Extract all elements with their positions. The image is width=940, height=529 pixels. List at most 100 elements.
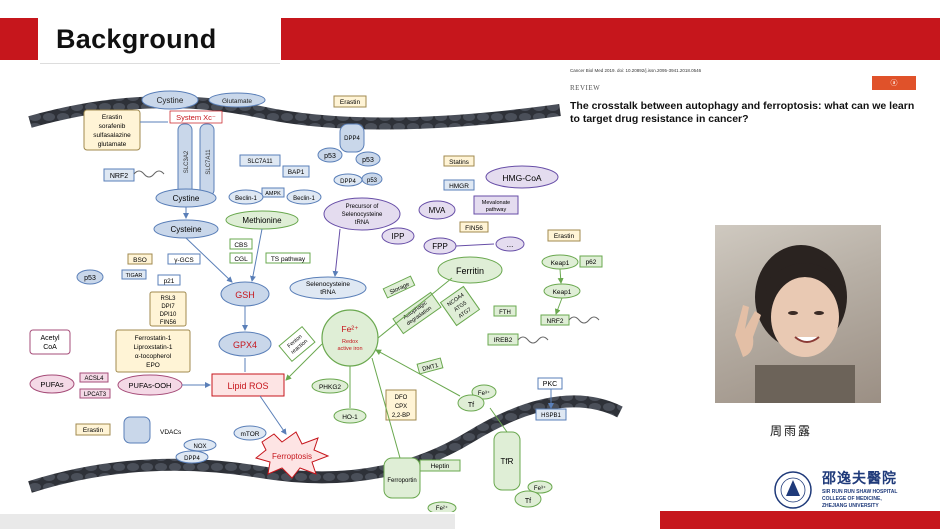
- ferrostatin-2: α-tocopherol: [135, 353, 172, 360]
- vdacs-channel: [123, 416, 151, 444]
- lpcat3-label: LPCAT3: [84, 392, 107, 398]
- selenocysteine-node: [289, 276, 367, 300]
- hspb1-box: [535, 408, 567, 421]
- acetyl-coa-0: Acetyl: [40, 335, 60, 342]
- beclin1-b-node: [286, 189, 322, 205]
- selenocysteine-1: tRNA: [320, 289, 336, 296]
- erastin-group-1: sorafenib: [99, 123, 126, 130]
- precursor-2: tRNA: [355, 220, 369, 226]
- fe3-b-label: Fe³⁺: [534, 485, 546, 492]
- dmt1-label: DMT1: [422, 363, 440, 373]
- journal-logo: ⓐ: [872, 76, 916, 90]
- mtor-label: mTOR: [240, 431, 259, 438]
- title-bar-accent-left: [0, 18, 38, 60]
- fe-sub-0: Redox: [342, 339, 358, 345]
- dots-node: [495, 236, 525, 252]
- p53-ac-label: p53: [362, 157, 374, 164]
- slide-title: Background: [56, 23, 217, 54]
- ferritin-label: Ferritin: [456, 266, 484, 276]
- college-name-en-3: ZHEJIANG UNIVERSITY: [822, 503, 879, 509]
- statins-label: Statins: [449, 159, 470, 166]
- ncoa4-box: [439, 285, 481, 327]
- p53-ac-node: [355, 151, 381, 167]
- glutamate-label: Glutamate: [222, 98, 252, 105]
- p53-b-label: p53: [367, 178, 378, 184]
- ts-pathway-label: TS pathway: [271, 256, 306, 263]
- footer-bar-left: [0, 514, 455, 529]
- presenter-name: 周雨露: [770, 424, 813, 438]
- acsl4-box: [79, 372, 109, 383]
- fin56-label: FIN56: [465, 225, 483, 232]
- tf-a-label: Tf: [468, 402, 474, 409]
- college-name-en-2: COLLEGE OF MEDICINE,: [822, 496, 882, 502]
- pufas-ooh-label: PUFAs-OOH: [129, 381, 172, 390]
- ireb2-label: IREB2: [494, 337, 513, 344]
- p53-c-node: [76, 269, 104, 285]
- p53-node: [317, 147, 343, 163]
- ampk-box: [261, 187, 285, 198]
- nox-node: [183, 438, 217, 452]
- cysteine-label: Cysteine: [170, 225, 202, 234]
- dpp4-mid-label: DPP4: [340, 179, 356, 185]
- p21-label: p21: [164, 278, 175, 285]
- title-area: Background: [40, 14, 217, 64]
- phkg2-label: PHKG2: [319, 384, 341, 391]
- cystine-mid-label: Cystine: [173, 194, 200, 203]
- fenton-box: [278, 325, 316, 363]
- mevalonate-0: Mevalonate: [482, 200, 510, 206]
- rsl3-group-box: [149, 291, 187, 327]
- storage-box: [382, 275, 416, 299]
- acetyl-coa-box: [29, 329, 71, 355]
- rsl3-group-1: DPI7: [161, 304, 175, 310]
- cell-membrane-bottom: [28, 395, 623, 493]
- slc3a2-label: SLC3A2: [184, 150, 190, 173]
- erastin-bottom-label: Erastin: [83, 427, 104, 434]
- autophagic-box: [392, 291, 442, 335]
- rsl3-group-2: DPI10: [160, 312, 177, 318]
- dfo-group-1: CPX: [395, 404, 407, 410]
- statins-box: [443, 155, 475, 167]
- dpp4-top-label: DPP4: [344, 136, 360, 142]
- pkc-box: [537, 377, 563, 390]
- dpp4-bottom-node: [175, 450, 209, 464]
- footer-bar-right: [660, 511, 940, 529]
- bso-label: BSO: [133, 257, 147, 264]
- cbs-box: [229, 238, 253, 250]
- fth-label: FTH: [499, 310, 511, 316]
- mva-label: MVA: [429, 206, 446, 215]
- fpp-label: FPP: [432, 242, 448, 251]
- dfo-group-box: [385, 389, 417, 421]
- cgl-label: CGL: [234, 256, 248, 263]
- ferrostatin-1: Liproxstatin-1: [133, 344, 172, 351]
- beclin1-a-node: [228, 189, 264, 205]
- mevalonate-1: pathway: [486, 207, 507, 213]
- fe2-bottom-node: [427, 501, 457, 512]
- ho1-node: [333, 408, 367, 424]
- fe-center-node: [321, 309, 379, 367]
- erastin-right-label: Erastin: [554, 233, 575, 240]
- selenocysteine-0: Selenocysteine: [306, 281, 350, 288]
- slc7a11-label: SLC7A11: [206, 149, 212, 175]
- p62-label: p62: [586, 259, 597, 266]
- mva-node: [418, 200, 456, 220]
- tf-a-node: [457, 394, 485, 412]
- cbs-label: CBS: [234, 242, 248, 249]
- bso-box: [127, 253, 153, 265]
- mevalonate-box: [473, 195, 519, 215]
- p62-box: [579, 255, 603, 268]
- bap1-box: [282, 165, 310, 178]
- p21-box: [157, 274, 181, 286]
- rsl3-group-0: RSL3: [160, 296, 176, 302]
- fin56-box: [459, 221, 489, 233]
- gsh-label: GSH: [235, 290, 255, 300]
- ferrostatin-group-box: [115, 329, 191, 373]
- dmt1-box: [416, 357, 444, 375]
- lpcat3-box: [79, 388, 111, 399]
- ferrostatin-3: EPO: [146, 362, 160, 369]
- tigar-box: [121, 269, 147, 280]
- phkg2-node: [311, 378, 349, 394]
- erastin-dpp4-label: Erastin: [340, 99, 361, 106]
- fth-box: [493, 305, 517, 317]
- ferrostatin-0: Ferrostatin-1: [135, 335, 172, 342]
- fe2-bottom-label: Fe²⁺: [436, 505, 448, 512]
